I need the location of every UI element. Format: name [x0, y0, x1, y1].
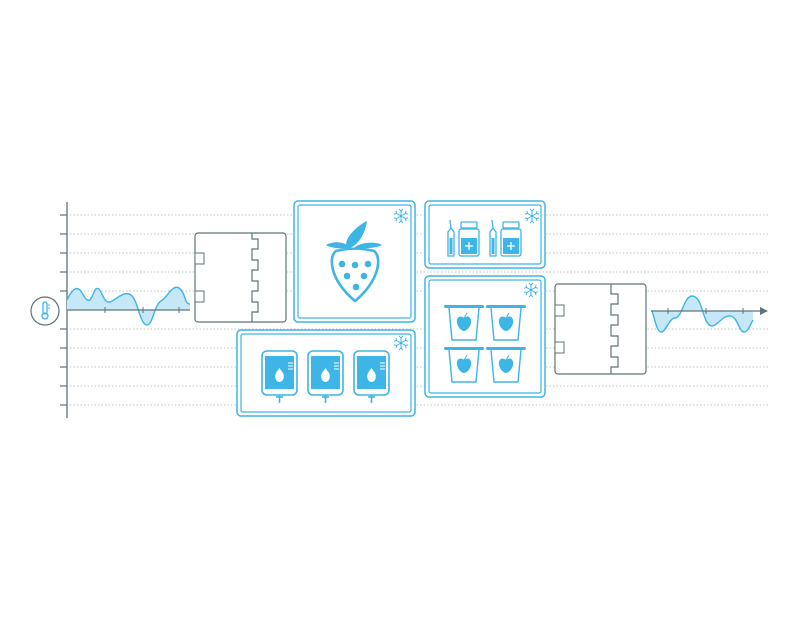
iv-bag-icon: [353, 350, 390, 403]
strawberry-freezer-panel: [293, 200, 416, 323]
snowflake-icon: [523, 282, 539, 298]
yogurt-cup-icon: [486, 347, 526, 383]
iv-bag-icon: [261, 350, 298, 403]
shipping-container-icon: [554, 283, 647, 375]
thermometer-icon: [30, 296, 60, 326]
iv-bag-freezer-panel: [236, 329, 416, 417]
yogurt-cup-icon: [486, 305, 526, 341]
axis-ticks: [60, 214, 67, 406]
temperature-wave-left: [66, 286, 191, 326]
snowflake-icon: [393, 335, 409, 351]
temperature-wave-right: [651, 295, 768, 333]
vial-ampoule-icon: [489, 219, 522, 257]
iv-bag-icon: [307, 350, 344, 403]
strawberry-icon: [326, 221, 382, 303]
vials-freezer-panel: [424, 200, 546, 269]
snowflake-icon: [393, 208, 409, 224]
yogurt-cup-icon: [444, 305, 484, 341]
shipping-container-icon: [194, 232, 287, 323]
temperature-grid: [70, 214, 768, 406]
arrow-head-icon: [760, 307, 768, 315]
snowflake-icon: [524, 208, 540, 224]
yogurt-freezer-panel: [424, 275, 546, 398]
vial-ampoule-icon: [447, 219, 480, 257]
yogurt-cup-icon: [444, 347, 484, 383]
